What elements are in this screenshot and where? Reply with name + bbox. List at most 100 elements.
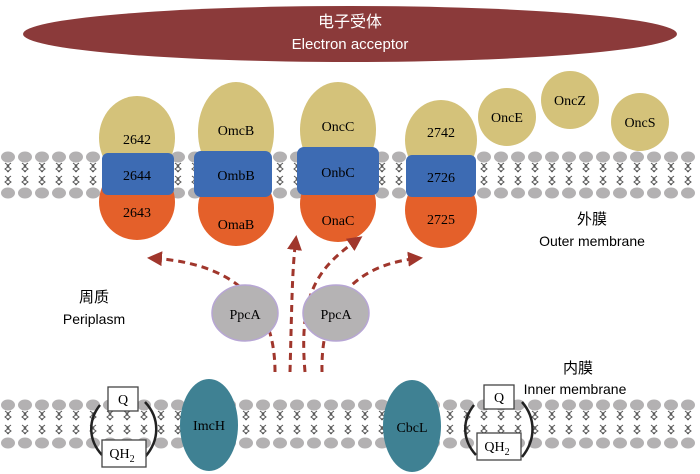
lipid-head [256, 437, 270, 449]
arrow-to-2725 [320, 251, 423, 373]
lipid-tail [361, 410, 369, 435]
lipid-tail [378, 410, 386, 435]
lipid-tail [344, 410, 352, 435]
lipid-head [630, 399, 644, 411]
acceptor-cn-label: 电子受体 [318, 13, 382, 31]
lipid-head [511, 151, 525, 163]
lipid-tail [72, 410, 80, 435]
lipid-head [664, 151, 678, 163]
lipid-head [579, 437, 593, 449]
lipid-tail [650, 410, 658, 435]
lipid-tail [497, 410, 505, 435]
quinone-pool-left: Q QH2 [90, 386, 158, 468]
lipid-tail [480, 162, 488, 186]
lipid-tail [38, 410, 46, 435]
lipid-head [18, 151, 32, 163]
lipid-head [596, 151, 610, 163]
lipid-tail [548, 410, 556, 435]
quinol-label: QH2 [109, 447, 134, 465]
lipid-head [579, 187, 593, 199]
lipid-head [596, 187, 610, 199]
lipid-tail [446, 410, 454, 435]
lipid-tail [259, 410, 267, 435]
lipid-tail [72, 162, 80, 186]
lipid-head [358, 437, 372, 449]
lipid-head [613, 399, 627, 411]
lipid-tail [616, 162, 624, 186]
lipid-head [341, 437, 355, 449]
lipid-head [647, 151, 661, 163]
lipid-head [35, 437, 49, 449]
lipid-tail [327, 410, 335, 435]
lipid-tail [633, 162, 641, 186]
lipid-head [239, 437, 253, 449]
lipid-head [69, 187, 83, 199]
lipid-tail [531, 410, 539, 435]
lipid-head [562, 151, 576, 163]
lipid-head [596, 437, 610, 449]
lipid-tail [38, 162, 46, 186]
lipid-head [137, 399, 151, 411]
inner-protein-cbcl: CbcL [383, 380, 441, 472]
lipid-head [35, 399, 49, 411]
lipid-head [596, 399, 610, 411]
quinone-box [483, 384, 515, 410]
inner-protein-imch: ImcH [180, 379, 238, 471]
lipid-head [681, 399, 695, 411]
lipid-tail [565, 162, 573, 186]
lipid-head [35, 151, 49, 163]
periplasmic-protein-ppca-1: PpcA [211, 284, 279, 342]
lipid-tail [667, 410, 675, 435]
lipid-head [392, 151, 406, 163]
protein-2643: 2643 [123, 206, 151, 221]
lipid-head [290, 399, 304, 411]
lipid-head [307, 399, 321, 411]
complex-onbc: OncC OnbC OnaC [297, 82, 379, 242]
lipid-head [630, 187, 644, 199]
lipid-tail [650, 162, 658, 186]
lipid-head [290, 437, 304, 449]
lipid-head [69, 399, 83, 411]
redox-cycle-arrow-right-b [521, 401, 534, 458]
lipid-tail [174, 162, 182, 186]
lipid-tail [174, 410, 182, 435]
lipid-head [647, 187, 661, 199]
lipid-head [545, 399, 559, 411]
lipid-head [273, 151, 287, 163]
svg-text:OncS: OncS [624, 116, 655, 131]
lipid-tail [565, 410, 573, 435]
lipid-head [86, 187, 100, 199]
lipid-head [579, 399, 593, 411]
inner-membrane-cn-label: 内膜 [563, 360, 593, 377]
lipid-tail [276, 162, 284, 186]
lipid-head [18, 399, 32, 411]
redox-cycle-arrow-left-b [144, 401, 158, 458]
lipid-head [52, 437, 66, 449]
periplasm-en-label: Periplasm [63, 311, 125, 327]
lipid-tail [548, 162, 556, 186]
lipid-tail [21, 162, 29, 186]
lipid-tail [599, 410, 607, 435]
protein-2642: 2642 [123, 133, 151, 148]
protein-omcb: OmcB [218, 124, 255, 139]
lipid-head [477, 187, 491, 199]
quinone-label: Q [494, 391, 504, 406]
lipid-head [647, 437, 661, 449]
lipid-head [273, 437, 287, 449]
svg-text:OncE: OncE [491, 111, 523, 126]
lipid-head [681, 151, 695, 163]
arrow-to-omab [287, 235, 302, 373]
protein-2726: 2726 [427, 171, 455, 186]
lipid-head [545, 187, 559, 199]
lipid-head [171, 437, 185, 449]
lipid-head [52, 399, 66, 411]
lipid-head [392, 187, 406, 199]
lipid-tail [667, 162, 675, 186]
lipid-tail [293, 410, 301, 435]
lipid-tail [497, 162, 505, 186]
lipid-tail [123, 410, 131, 435]
outer-membrane-cn-label: 外膜 [577, 211, 607, 228]
svg-text:OncZ: OncZ [554, 94, 586, 109]
lipid-head [1, 151, 15, 163]
